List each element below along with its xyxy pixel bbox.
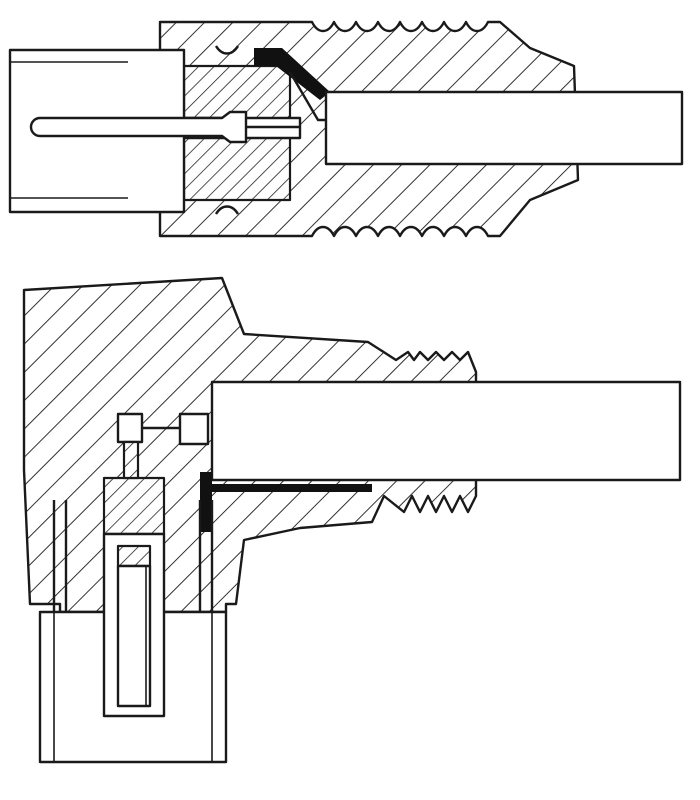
straight-connector-view — [8, 20, 684, 238]
right-angle-connector-view — [22, 276, 682, 764]
straight-seal-wedge — [288, 71, 326, 122]
right-angle-cable-cavity — [210, 380, 682, 482]
straight-cable-jacket — [324, 90, 684, 166]
right-angle-shell-wall-right — [198, 500, 214, 612]
right-angle-cable-seal — [200, 472, 372, 532]
right-angle-contact-tip — [116, 412, 144, 444]
straight-groove-top — [214, 45, 240, 55]
right-angle-shell-inner — [53, 612, 213, 762]
right-angle-contact-carrier — [102, 476, 166, 536]
right-angle-shell-wall-left — [52, 500, 68, 612]
right-angle-contact-stem — [122, 440, 140, 480]
right-angle-socket-contact-slot — [116, 564, 152, 708]
right-angle-socket-contact-bore — [116, 544, 152, 568]
straight-groove-bottom — [214, 205, 240, 215]
right-angle-contact-block — [178, 412, 210, 446]
